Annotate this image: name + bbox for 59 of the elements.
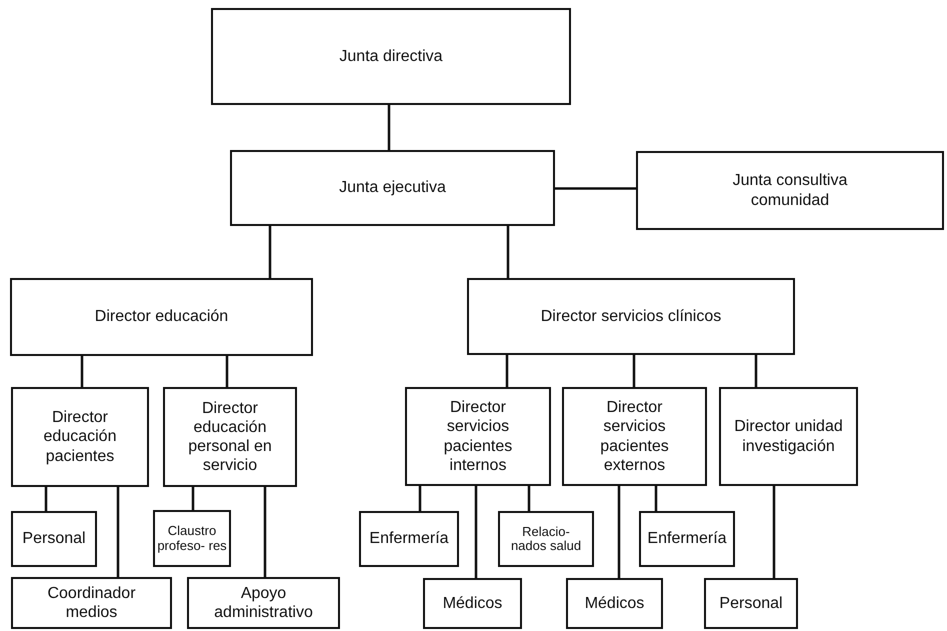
box-label: Coordinador medios (46, 584, 137, 622)
org-box (11, 511, 97, 567)
connector-line (268, 226, 272, 278)
box-label: Relacio- nados salud (510, 524, 582, 554)
connector-line (474, 486, 478, 578)
connector-line (264, 487, 266, 577)
connector-line (506, 226, 510, 278)
box-label: Junta consultiva comunidad (732, 171, 848, 210)
box-label: Director servicios pacientes externos (599, 398, 670, 475)
org-box (636, 151, 944, 230)
box-label: Claustro profeso- res (157, 524, 227, 553)
box-label: Médicos (584, 594, 644, 614)
connector-line (772, 486, 776, 578)
connector-line (555, 187, 636, 190)
box-label: Enfermería (647, 529, 727, 549)
org-box (423, 578, 522, 629)
box-label: Director servicios pacientes internos (442, 398, 514, 475)
box-label: Director educación personal en servicio (187, 398, 273, 476)
connector-line (192, 487, 194, 510)
org-box (187, 577, 340, 629)
org-box (230, 150, 555, 226)
org-box (11, 387, 149, 487)
org-box (562, 387, 707, 486)
connector-line (226, 356, 228, 387)
org-box (704, 578, 798, 629)
org-box (11, 577, 172, 629)
org-box (10, 278, 313, 356)
connector-line (418, 486, 422, 511)
connector-line (388, 105, 390, 150)
org-box (211, 8, 571, 105)
box-label: Personal (22, 529, 86, 549)
connector-line (80, 356, 84, 387)
box-label: Director educación pacientes (42, 408, 118, 466)
org-box (498, 511, 594, 567)
box-label: Director servicios clínicos (540, 306, 722, 326)
box-label: Director educación (94, 307, 228, 327)
box-label: Enfermería (369, 529, 449, 549)
box-label: Junta directiva (339, 46, 443, 66)
connector-line (618, 486, 620, 578)
org-box (153, 510, 231, 567)
connector-line (44, 487, 48, 511)
box-label: Médicos (442, 594, 502, 614)
org-box (639, 511, 735, 567)
org-box (566, 578, 663, 629)
box-label: Junta ejecutiva (339, 178, 446, 198)
connector-line (528, 486, 530, 511)
connector-line (754, 355, 758, 387)
connector-line (654, 486, 658, 511)
org-box (359, 511, 459, 567)
org-box (163, 387, 297, 487)
box-label: Apoyo administrativo (213, 584, 314, 622)
connector-line (632, 355, 636, 387)
box-label: Personal (719, 594, 783, 614)
org-box (467, 278, 795, 355)
connector-line (116, 487, 120, 577)
connector-line (506, 355, 508, 387)
org-box (719, 387, 858, 486)
box-label: Director unidad investigación (733, 417, 844, 456)
org-box (405, 387, 551, 486)
